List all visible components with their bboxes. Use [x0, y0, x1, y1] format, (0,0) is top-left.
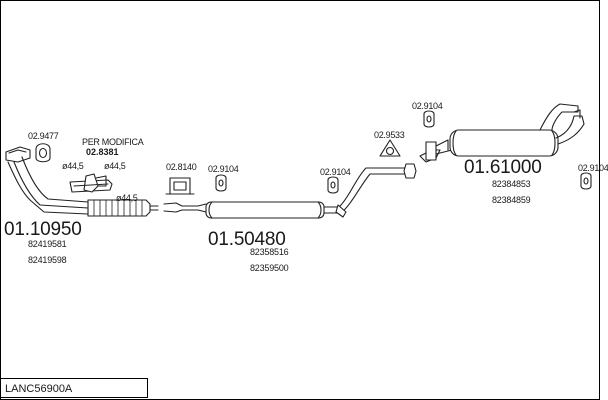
label-hanger: 02.8140 [166, 162, 197, 172]
oe-number-centre-pipe-1: 82358516 [250, 247, 289, 257]
label-clamp-note: PER MODIFICA [82, 137, 144, 147]
label-gasket-front: 02.9477 [28, 131, 59, 141]
rubber-mount-c-drawing [423, 110, 435, 128]
oe-number-centre-pipe-2: 82359500 [250, 263, 289, 273]
diagram-id: LANC56900A [5, 383, 73, 395]
flange-gasket-drawing [379, 139, 401, 157]
label-rubber-mount-d: 02.9104 [578, 163, 608, 173]
part-code-rear-silencer: 01.61000 [464, 157, 542, 178]
intermediate-pipe-drawing [335, 163, 417, 218]
oe-number-rear-silencer-1: 82384853 [492, 179, 531, 189]
front-pipe-drawing [5, 146, 159, 217]
hanger-drawing [165, 177, 195, 195]
label-diameter-3: ø44,5 [116, 193, 138, 203]
oe-number-front-pipe-1: 82419581 [28, 239, 67, 249]
label-diameter-1: ø44,5 [62, 161, 84, 171]
rear-silencer-drawing [419, 103, 585, 163]
rubber-mount-d-drawing [580, 172, 592, 190]
oe-number-front-pipe-2: 82419598 [28, 255, 67, 265]
label-diameter-2: ø44,5 [104, 161, 126, 171]
label-rubber-mount-c: 02.9104 [412, 101, 443, 111]
label-flange-gasket: 02.9533 [374, 130, 405, 140]
oe-number-rear-silencer-2: 82384859 [492, 195, 531, 205]
part-code-centre-pipe: 01.50480 [208, 229, 286, 250]
rubber-mount-a-drawing [215, 174, 227, 192]
label-rubber-mount-a: 02.9104 [208, 164, 239, 174]
gasket-ring-drawing [35, 143, 51, 163]
label-clamp-code: 02.8381 [86, 147, 119, 157]
diagram-id-box: LANC56900A [0, 378, 148, 398]
part-code-front-pipe: 01.10950 [4, 219, 82, 240]
rubber-mount-b-drawing [327, 176, 339, 194]
centre-pipe-drawing [163, 201, 341, 219]
label-rubber-mount-b: 02.9104 [320, 167, 351, 177]
clamp-drawing [69, 173, 113, 193]
